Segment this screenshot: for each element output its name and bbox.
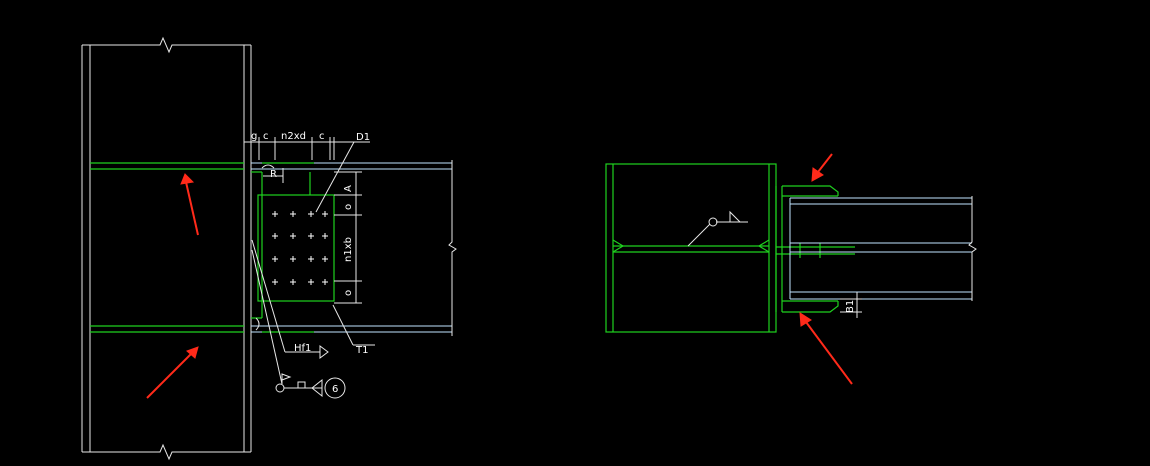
bolt-mark — [308, 233, 314, 239]
red-arrow-right-lower — [799, 312, 853, 385]
bolt-mark — [290, 256, 296, 262]
dimension-lines-top — [244, 137, 370, 160]
dim-label-c-right: c — [319, 131, 325, 142]
bolt-mark — [322, 279, 328, 285]
label-t1: T1 — [355, 345, 368, 356]
bolt-mark — [322, 233, 328, 239]
dim-label-c-left: c — [263, 131, 269, 142]
red-arrow-right-upper — [811, 153, 833, 182]
bolt-mark — [290, 211, 296, 217]
dim-label-a: A — [343, 185, 354, 192]
weld-symbol-right — [687, 210, 748, 247]
bolt-mark — [290, 279, 296, 285]
beam-left — [251, 160, 457, 336]
dim-label-n1xb: n1xb — [343, 237, 354, 262]
dim-label-o-top: o — [343, 204, 354, 210]
column-stiffeners — [90, 162, 244, 333]
weld-symbol-left — [251, 249, 346, 399]
column-section-right — [605, 163, 777, 333]
bolt-pattern — [272, 211, 328, 285]
label-r: R — [270, 169, 277, 180]
label-hf1: Hf1 — [294, 343, 311, 354]
bolt-mark — [272, 279, 278, 285]
dim-label-g: g — [251, 131, 257, 142]
shear-plate — [257, 172, 335, 302]
dim-label-n2xd: n2xd — [281, 131, 306, 142]
bolt-mark — [272, 256, 278, 262]
beam-right — [789, 196, 977, 301]
dim-label-o-bottom: o — [343, 290, 354, 296]
bolt-mark — [290, 233, 296, 239]
column-elevation-left — [81, 36, 252, 461]
dim-label-b1: B1 — [845, 300, 856, 313]
red-arrow-left-upper — [180, 173, 199, 236]
bolt-mark — [272, 233, 278, 239]
bolt-mark — [272, 211, 278, 217]
bolt-mark — [308, 211, 314, 217]
bolt-mark — [322, 211, 328, 217]
dimension-lines-right — [334, 171, 362, 304]
weld-bubble-number: 6 — [332, 384, 338, 395]
bolt-mark — [308, 279, 314, 285]
bolt-mark — [308, 256, 314, 262]
connection-plate-right — [775, 185, 855, 313]
bolt-mark — [322, 256, 328, 262]
dimension-b1 — [840, 292, 862, 318]
label-d1: D1 — [356, 132, 370, 143]
red-arrow-left-lower — [146, 346, 199, 399]
